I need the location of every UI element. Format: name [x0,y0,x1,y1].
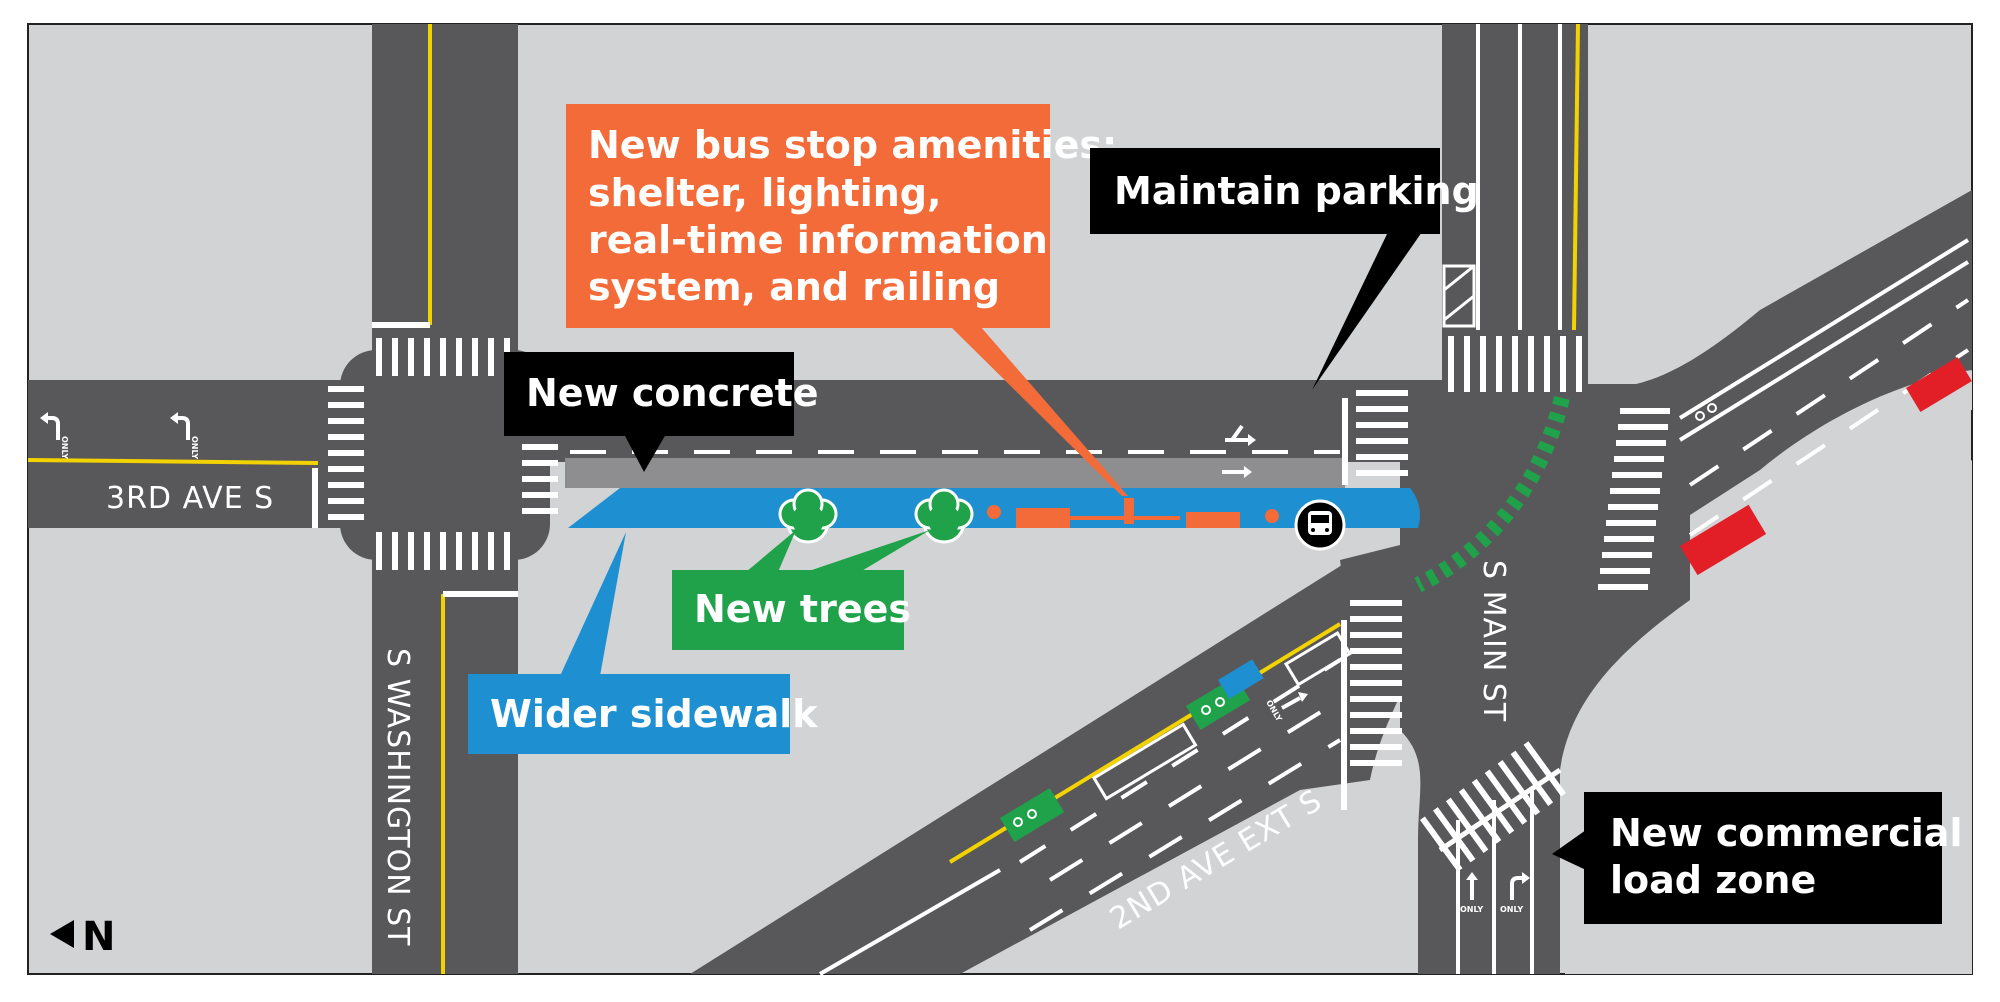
crosswalk-main-south [1420,741,1567,872]
only-marking-4: ONLY [1500,905,1523,914]
amenity-light-1 [987,505,1001,519]
hatched-buffer-1 [1091,722,1198,801]
pointer-new-concrete [624,434,666,472]
callout-commercial-line-1: New commercial [1610,811,1962,855]
bike-markings [1000,396,1717,843]
north-arrow: N [50,914,115,960]
lane-divider-second-2 [1028,738,1342,932]
tree-icon [914,488,974,544]
pavement-arrows [40,412,1530,900]
load-zone-2 [1906,357,1972,413]
amenity-bench-1 [1016,508,1070,528]
stop-bar-main-south [1438,767,1562,853]
ne-lane-line-1 [1678,238,1970,420]
washington-intersection [340,350,550,560]
crosswalk-second-ave [1350,600,1402,766]
crosswalk-main-north [1448,336,1582,392]
callout-new-trees-text: New trees [694,587,911,631]
right-turn-arrow-icon [1225,424,1256,446]
pointer-maintain-parking [1312,232,1422,390]
callout-line-4: system, and railing [588,265,1000,309]
crosswalk-third-east [522,444,558,514]
crosswalk-washington-north [376,338,510,376]
left-turn-arrow-icon [40,412,60,440]
callout-line-2: shelter, lighting, [588,171,941,215]
callout-commercial-line-2: load zone [1610,858,1816,902]
center-line-main-north [1572,23,1580,331]
north-arrow-label: N [82,914,115,960]
bike-lane-buffer [1018,658,1342,864]
callout-maintain-parking-text: Maintain parking [1114,169,1479,213]
bike-box-1 [1000,788,1065,843]
left-turn-arrow-icon [170,412,190,440]
bike-box-3 [1218,659,1264,699]
bike-crossing-arc [1414,396,1570,593]
pointer-commercial-load-zone [1552,830,1586,870]
only-marking-3: ONLY [1460,905,1483,914]
straight-arrow-icon [1222,466,1252,478]
street-label-third-ave: 3RD AVE S [106,481,274,516]
callout-wider-sidewalk-text: Wider sidewalk [490,692,818,736]
pointer-bus-amenities [950,326,1128,496]
callout-box-wider-sidewalk [468,674,790,754]
callout-line-3: real-time information [588,218,1048,262]
pointer-new-trees-2 [806,530,930,572]
callout-box-bus-amenities [566,104,1050,328]
callout-box-new-concrete [504,352,794,436]
callout-pointers [560,232,1586,870]
straight-arrow-icon [1281,692,1308,710]
hatched-buffer-2 [1283,631,1352,687]
callout-bus-amenities: New bus stop amenities: shelter, lightin… [566,104,1117,328]
lane-edge-second [818,868,1002,976]
amenity-light-2 [1265,509,1279,523]
only-marking-1: ONLY [60,436,69,459]
pointer-wider-sidewalk [560,532,626,676]
crosswalk-third-west [328,386,364,520]
callout-commercial-load-zone: New commercial load zone [1584,792,1962,924]
callout-box-commercial-load-zone [1584,792,1942,924]
third-ave-road-west [28,380,378,528]
lane-divider-second-1 [1048,698,1342,882]
ne-diagonal-road [1560,190,1972,620]
sidewalk-improvements [565,458,1420,551]
center-line-west [27,458,319,465]
second-ave-ext-connector [1340,540,1430,640]
callout-new-concrete-text: New concrete [526,371,819,415]
amenity-info-sign [1124,498,1134,524]
crosswalks [328,336,1670,872]
callout-box-new-trees [672,570,904,650]
bike-symbol-icon [1013,403,1717,827]
ne-lane-divider [1688,298,1970,487]
callout-line-1: New bus stop amenities: [588,123,1117,167]
callout-maintain-parking: Maintain parking [1090,148,1479,234]
bus-icon [1294,499,1346,551]
tree-icon [778,488,838,544]
ne-lane-line-2 [1678,260,1970,442]
load-zone-1 [1680,504,1767,576]
only-marking-2: ONLY [190,436,199,459]
callout-new-concrete: New concrete [504,352,819,436]
crosswalk-washington-south [376,532,510,570]
new-concrete-strip [565,458,1345,488]
straight-arrow-icon [1466,872,1478,900]
callout-box-maintain-parking [1090,148,1440,234]
main-st-north-leg [1442,24,1588,384]
north-arrow-icon [50,920,74,948]
commercial-load-zones [1680,357,1972,576]
right-turn-arrow-icon [1510,872,1530,900]
street-label-main: S MAIN ST [1476,560,1511,722]
second-ave-ext-road [690,560,1420,974]
pointer-new-trees-1 [746,530,796,572]
callout-wider-sidewalk: Wider sidewalk [468,674,818,754]
crosswalk-main-west [1356,390,1408,476]
callout-new-trees: New trees [672,570,911,650]
amenity-shelter [1186,512,1240,528]
crosswalk-main-east [1598,408,1670,590]
street-label-washington: S WASHINGTON ST [380,648,415,946]
